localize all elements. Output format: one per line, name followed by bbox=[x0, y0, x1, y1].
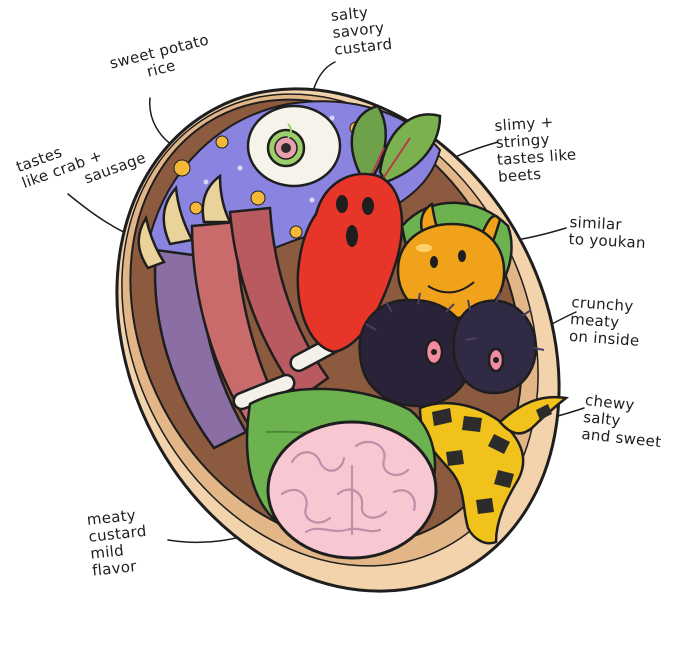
chewy-tentacles bbox=[418, 395, 570, 545]
brain-custard bbox=[266, 420, 438, 560]
youkan-mouth bbox=[427, 281, 475, 294]
radish-mouth bbox=[346, 225, 358, 247]
radish-eye-right bbox=[362, 197, 374, 215]
talon-3 bbox=[137, 214, 166, 270]
talon-2 bbox=[201, 173, 233, 224]
beet-radish bbox=[296, 104, 442, 354]
annotation-beets: slimy + stringy tastes like beets bbox=[493, 112, 577, 186]
talon-1 bbox=[162, 185, 194, 246]
tentacle-tail bbox=[498, 395, 570, 435]
youkan-eye-right bbox=[458, 250, 466, 262]
eyeball-pupil bbox=[281, 143, 291, 153]
eyeball-shine bbox=[287, 123, 292, 139]
beet-leaf-right bbox=[378, 113, 442, 184]
urchin-right-pupil bbox=[493, 357, 499, 363]
urchin-spikes bbox=[365, 291, 545, 351]
radish-eye-left bbox=[336, 195, 348, 213]
annotation-brain: meaty custard mild flavor bbox=[85, 505, 148, 580]
crunchy-urchins bbox=[358, 291, 545, 408]
youkan-shine bbox=[416, 244, 432, 252]
annotation-salty-custard: salty savory custard bbox=[329, 3, 394, 59]
annotation-youkan: similar to youkan bbox=[568, 213, 647, 252]
urchin-left-pupil bbox=[431, 349, 437, 355]
crab-sausage-claws bbox=[137, 173, 349, 450]
beet-stem bbox=[369, 137, 411, 181]
youkan-eye-left bbox=[430, 256, 438, 268]
urchin-right bbox=[452, 299, 537, 395]
eyeball-custard bbox=[246, 104, 342, 188]
beet-leaf-left bbox=[350, 104, 387, 180]
annotation-chewy: chewy salty and sweet bbox=[580, 391, 663, 452]
brain-folds bbox=[280, 440, 416, 536]
tentacle-stripes bbox=[432, 404, 552, 514]
claw-talons bbox=[137, 173, 233, 270]
annotation-crunchy: crunchy meaty on inside bbox=[568, 293, 641, 350]
